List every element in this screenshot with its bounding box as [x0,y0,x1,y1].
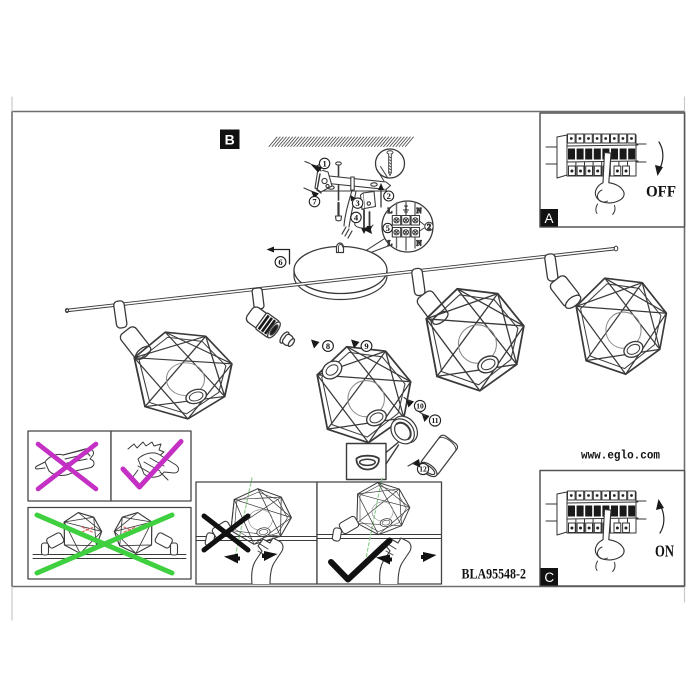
svg-text:1: 1 [322,158,326,168]
svg-text:7: 7 [312,197,317,207]
svg-text:9: 9 [364,341,368,351]
svg-text:BLA95548-2: BLA95548-2 [462,567,527,583]
svg-text:11: 11 [431,416,438,425]
svg-text:www.eglo.com: www.eglo.com [581,450,660,463]
svg-text:2: 2 [387,191,391,201]
svg-text:5: 5 [386,223,390,233]
svg-text:4: 4 [354,212,359,222]
svg-text:OFF: OFF [646,184,676,201]
svg-text:2: 2 [427,223,431,232]
svg-text:L: L [388,240,393,248]
svg-text:N: N [416,240,421,248]
svg-text:ON: ON [655,542,674,561]
svg-text:3: 3 [355,198,359,208]
svg-text:10: 10 [416,402,424,411]
svg-text:C: C [544,570,554,585]
svg-text:N: N [416,207,421,215]
svg-text:L: L [388,207,393,215]
svg-text:12: 12 [419,465,427,474]
svg-text:B: B [225,132,235,148]
svg-text:6: 6 [278,257,282,267]
svg-text:A: A [544,211,553,226]
svg-text:8: 8 [326,341,330,351]
